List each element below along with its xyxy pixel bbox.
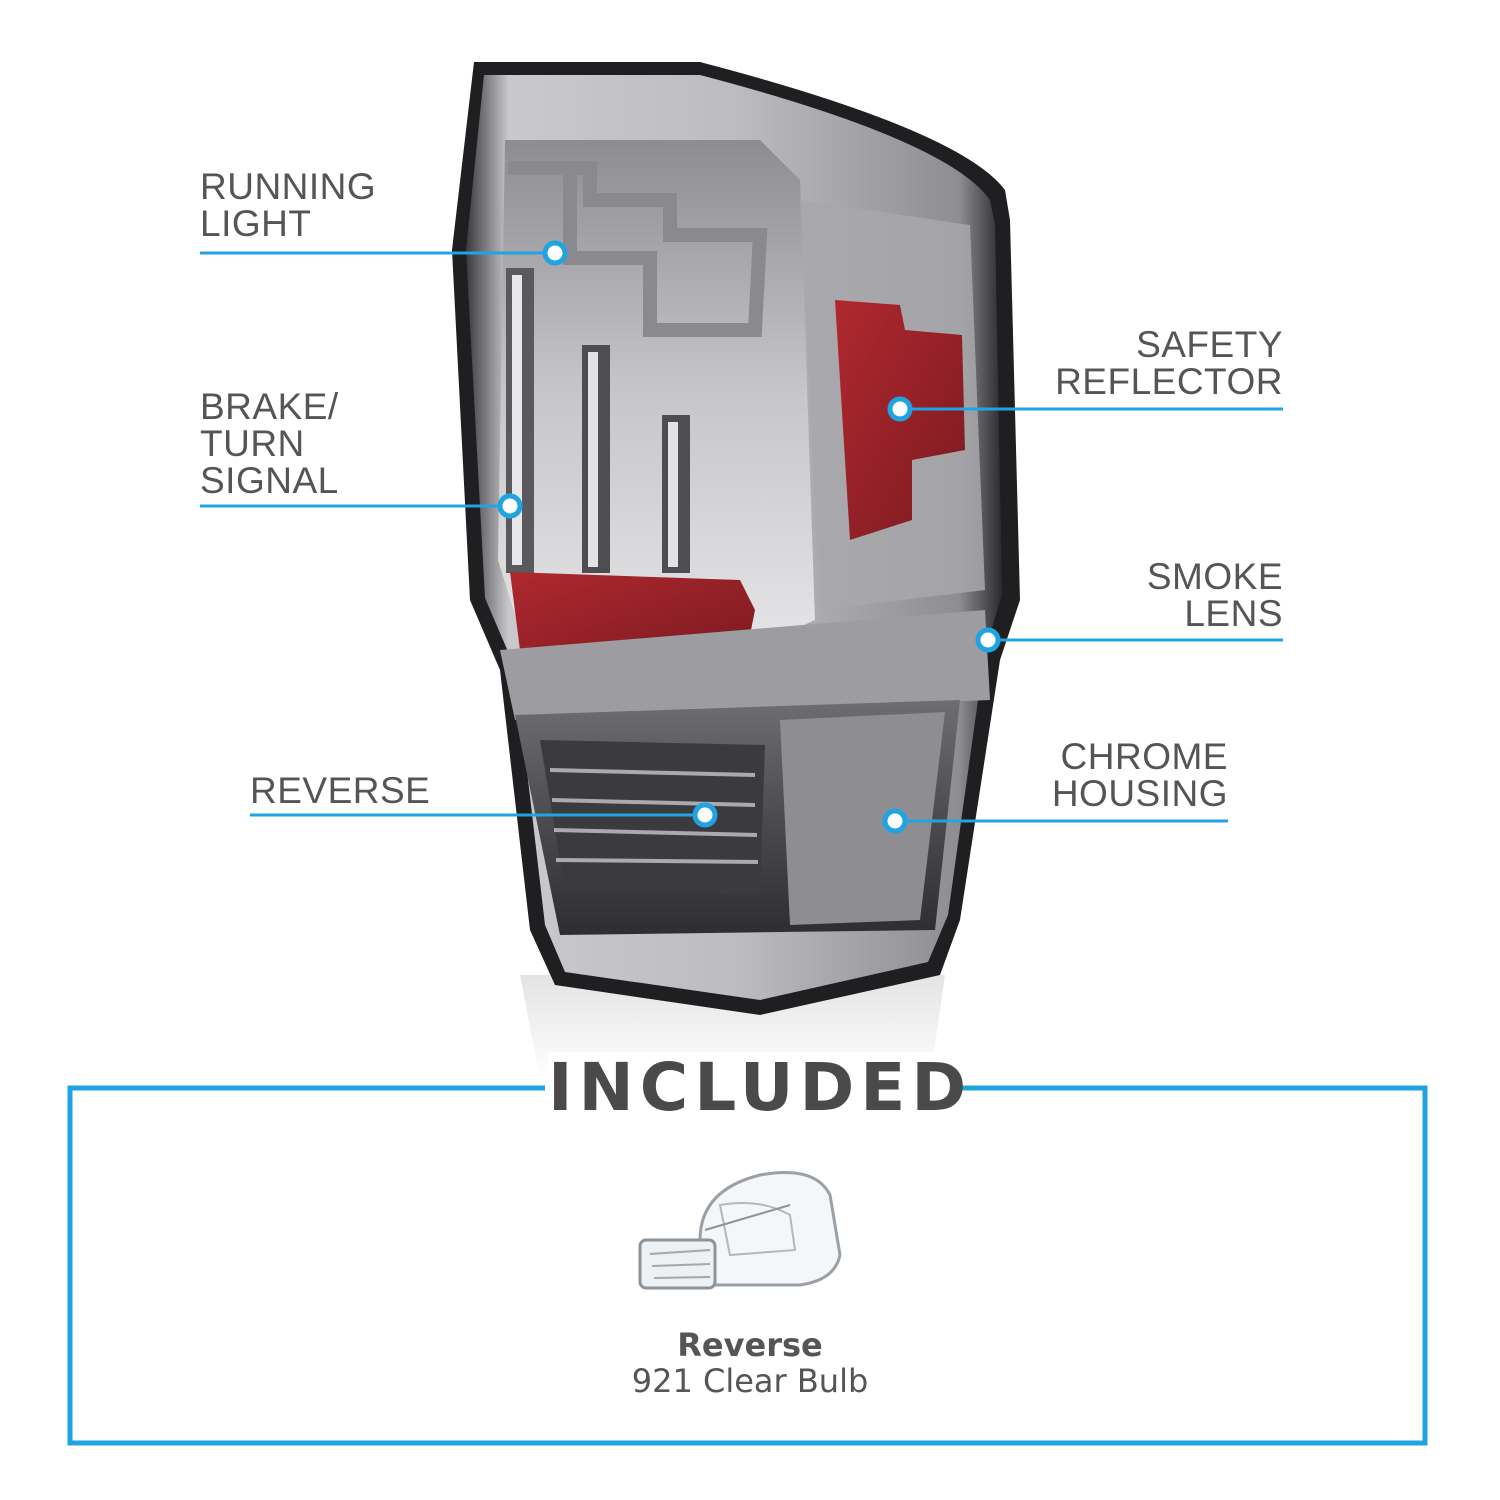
reverse-lens-ribs: [549, 768, 759, 864]
brake-turn-dot: [497, 493, 523, 519]
chrome-housing-label: CHROME HOUSING: [1051, 736, 1228, 814]
reverse-dot: [692, 802, 718, 828]
light-rod-1-highlight: [512, 275, 522, 565]
callout-dots: [497, 240, 1001, 834]
bulb-921-image: [638, 1171, 842, 1290]
light-rod-3-highlight: [668, 422, 678, 567]
safety-reflector-label: SAFETY REFLECTOR: [1055, 324, 1283, 402]
bulb-name: Reverse: [677, 1326, 823, 1364]
light-rod-2-highlight: [588, 352, 598, 567]
upper-chamber: [498, 140, 815, 640]
included-box-border: [67, 1085, 1428, 1446]
smoke-lens-label: SMOKE LENS: [1146, 556, 1283, 634]
smoke-lens-ridge: [500, 610, 990, 720]
running-light-bar: [508, 161, 768, 337]
reverse-label: REVERSE: [250, 770, 431, 811]
smoke-lens-dot: [975, 627, 1001, 653]
included-title: INCLUDED: [548, 1049, 973, 1126]
reverse-inner: [540, 740, 765, 895]
chrome-housing-dot: [882, 808, 908, 834]
safety-reflector-dot: [887, 396, 913, 422]
bulb-description: 921 Clear Bulb: [631, 1362, 869, 1400]
callout-lines: [200, 251, 1283, 823]
brake-turn-signal-label: BRAKE/ TURN SIGNAL: [200, 386, 339, 501]
running-light-dot: [542, 240, 568, 266]
chrome-housing-panel: [780, 712, 945, 925]
running-light-label: RUNNING LIGHT: [200, 166, 377, 244]
